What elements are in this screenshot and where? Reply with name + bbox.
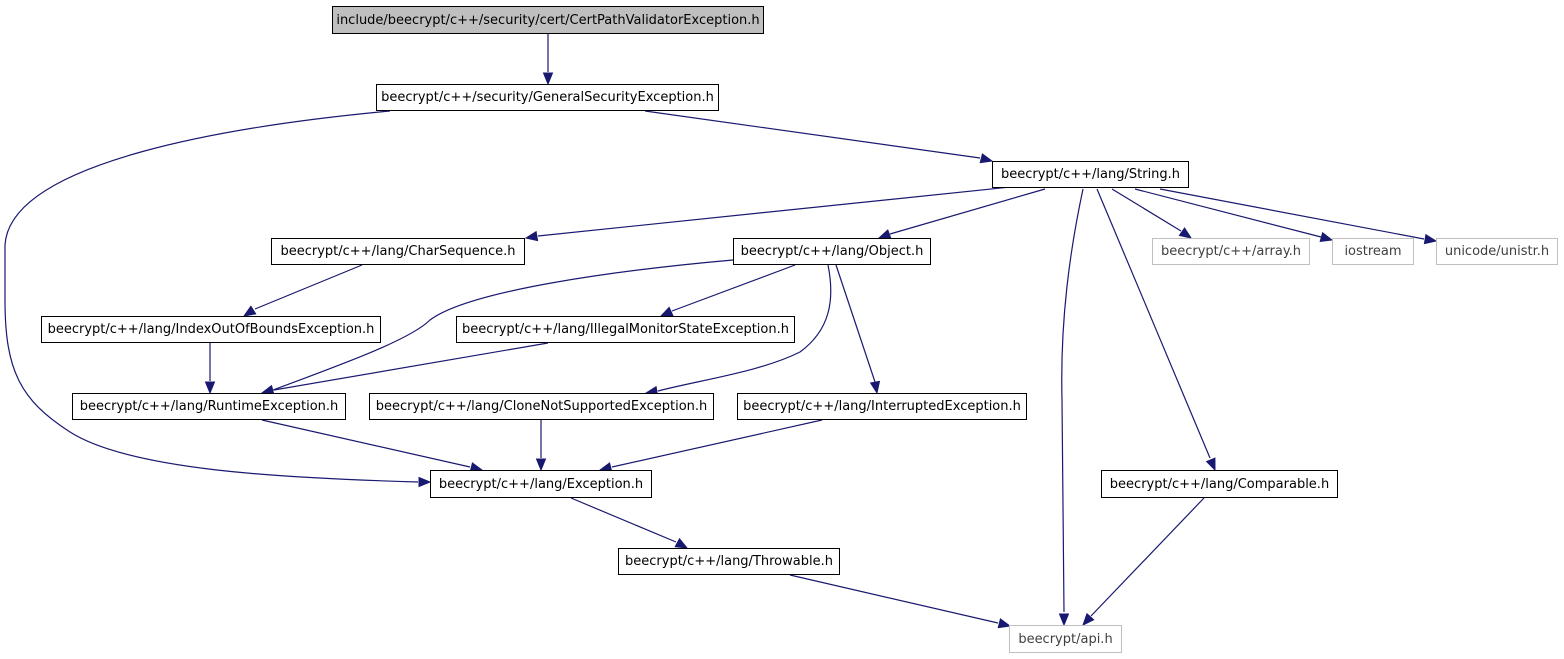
edge-string-to-object	[889, 188, 1046, 235]
node-clonenotsupportedexception-h[interactable]: beecrypt/c++/lang/CloneNotSupportedExcep…	[369, 393, 714, 420]
node-object-h[interactable]: beecrypt/c++/lang/Object.h	[733, 238, 931, 265]
edge-string-to-iostream	[1134, 188, 1322, 238]
arrowhead-ioobe-to-runtime	[204, 381, 216, 395]
arrowhead-string-to-array	[1178, 227, 1193, 239]
edge-string-to-api	[1061, 188, 1084, 613]
node-indexoutofboundsexception-h[interactable]: beecrypt/c++/lang/IndexOutOfBoundsExcept…	[41, 316, 381, 343]
edge-object-to-clone	[657, 264, 832, 392]
arrowhead-string-to-api	[1058, 613, 1070, 627]
edge-string-to-comparable	[1096, 188, 1211, 459]
arrowhead-root-to-gse	[542, 72, 554, 86]
edge-string-to-array	[1111, 188, 1182, 232]
edge-comparable-to-api	[1090, 497, 1205, 617]
node-iostream[interactable]: iostream	[1332, 238, 1414, 265]
node-array-h[interactable]: beecrypt/c++/array.h	[1152, 238, 1310, 265]
node-certpathvalidatorexception-h[interactable]: include/beecrypt/c++/security/cert/CertP…	[332, 6, 764, 34]
arrowhead-throwable-to-api	[997, 618, 1012, 629]
node-throwable-h[interactable]: beecrypt/c++/lang/Throwable.h	[618, 548, 840, 575]
arrowhead-string-to-comparable	[1205, 457, 1216, 472]
node-runtimeexception-h[interactable]: beecrypt/c++/lang/RuntimeException.h	[72, 393, 346, 420]
edge-imse-to-runtime	[273, 342, 549, 391]
arrowhead-charseq-to-ioobe	[242, 305, 257, 317]
arrowhead-clone-to-exception	[535, 458, 547, 472]
edge-object-to-interrupted	[835, 264, 876, 383]
node-generalsecurityexception-h[interactable]: beecrypt/c++/security/GeneralSecurityExc…	[376, 84, 719, 111]
arrowhead-object-to-imse	[659, 306, 674, 317]
node-charsequence-h[interactable]: beecrypt/c++/lang/CharSequence.h	[271, 238, 525, 265]
edge-string-to-charseq	[537, 185, 1021, 237]
edge-interrupted-to-exception	[611, 419, 823, 468]
arrowhead-string-to-unistr	[1423, 233, 1438, 245]
edge-charseq-to-ioobe	[254, 264, 363, 310]
edge-gse-to-exception	[4, 110, 419, 483]
edge-string-to-unistr	[1159, 188, 1425, 240]
node-unistr-h[interactable]: unicode/unistr.h	[1436, 238, 1558, 265]
node-illegalmonitorstateexception-h[interactable]: beecrypt/c++/lang/IllegalMonitorStateExc…	[456, 316, 795, 343]
edge-runtime-to-exception	[261, 419, 471, 468]
arrowhead-gse-to-exception	[418, 476, 432, 488]
arrowhead-exception-to-throwable	[674, 537, 689, 549]
node-interruptedexception-h[interactable]: beecrypt/c++/lang/InterruptedException.h	[737, 393, 1027, 420]
edge-object-to-runtime	[272, 259, 734, 391]
node-string-h[interactable]: beecrypt/c++/lang/String.h	[992, 161, 1189, 188]
arrowhead-object-to-interrupted	[869, 380, 881, 395]
edge-object-to-imse	[671, 264, 796, 312]
arrowhead-string-to-charseq	[524, 230, 539, 242]
node-comparable-h[interactable]: beecrypt/c++/lang/Comparable.h	[1101, 470, 1338, 498]
arrowhead-comparable-to-api	[1082, 612, 1095, 626]
edge-gse-to-string	[644, 110, 981, 159]
arrowhead-string-to-iostream	[1319, 231, 1334, 243]
node-exception-h[interactable]: beecrypt/c++/lang/Exception.h	[430, 470, 652, 498]
arrowhead-gse-to-string	[979, 153, 994, 164]
node-api-h[interactable]: beecrypt/api.h	[1009, 625, 1122, 653]
edge-exception-to-throwable	[570, 497, 677, 543]
edge-throwable-to-api	[789, 574, 999, 624]
